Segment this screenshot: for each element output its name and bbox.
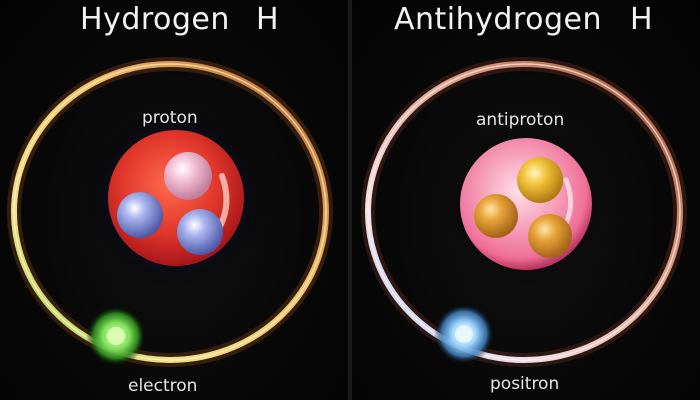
hydrogen-quark-down-1 <box>117 192 163 238</box>
hydrogen-atom-diagram <box>7 57 333 367</box>
antihydrogen-name: Antihydrogen <box>394 2 602 37</box>
electron-label: electron <box>128 376 198 396</box>
antihydrogen-symbol: H <box>630 2 654 37</box>
hydrogen-panel: Hydrogen H <box>0 0 348 400</box>
positron-core <box>455 325 473 343</box>
hydrogen-name: Hydrogen <box>80 2 230 37</box>
hydrogen-orbit-highlight <box>13 63 327 361</box>
panel-divider <box>348 0 352 400</box>
proton-label: proton <box>142 108 198 128</box>
hydrogen-symbol: H <box>256 2 280 37</box>
antihydrogen-panel: Antihydrogen H <box>352 0 700 400</box>
electron-core <box>107 327 125 345</box>
hydrogen-quark-up <box>164 152 212 200</box>
antiproton-label: antiproton <box>476 110 565 130</box>
antiquark-down-1 <box>474 194 518 238</box>
antiquark-up <box>517 157 563 203</box>
positron-label: positron <box>490 374 560 394</box>
antiquark-down-2 <box>528 214 572 258</box>
antihydrogen-atom-diagram <box>361 57 687 367</box>
antihydrogen-orbit-highlight <box>367 63 681 361</box>
hydrogen-quark-down-2 <box>177 209 223 255</box>
